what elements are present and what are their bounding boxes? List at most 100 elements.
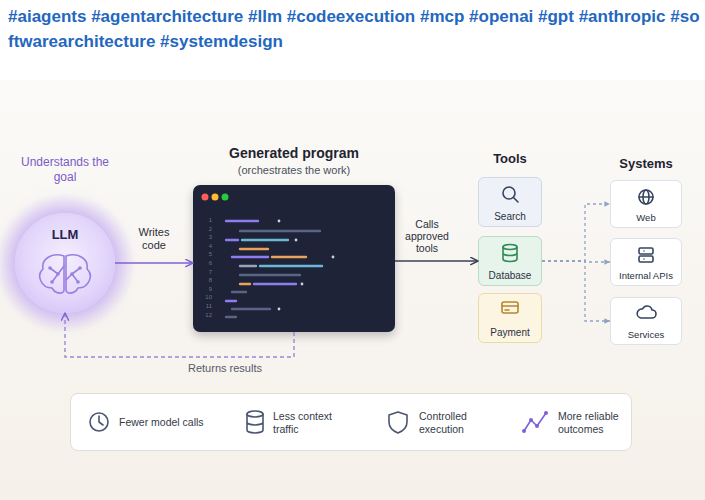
code-line [226, 220, 258, 222]
globe-icon [643, 190, 649, 204]
line-number: 4 [198, 243, 212, 250]
system-link [542, 261, 610, 321]
brain-dot [78, 266, 82, 270]
brain-dot [56, 272, 60, 276]
context-icon [247, 411, 263, 417]
search-icon [503, 187, 515, 199]
trend-dot [522, 429, 526, 433]
system-card: Services [610, 297, 682, 345]
brain-dot [50, 280, 54, 284]
database-icon [503, 245, 517, 250]
code-line [240, 274, 300, 276]
code-line [232, 291, 246, 293]
tool-name: Payment [479, 327, 541, 339]
clock-icon [99, 416, 103, 425]
server-led [643, 258, 645, 260]
server-led [643, 250, 645, 252]
search-icon [514, 198, 519, 203]
trend-icon [524, 413, 546, 431]
column-heading: Systems [600, 156, 692, 172]
server-icon [639, 248, 653, 254]
benefits-bar: Fewer model calls Less context traffic Con… [70, 393, 632, 451]
window-dot [222, 194, 229, 201]
brain-dot [70, 272, 74, 276]
system-name: Services [611, 329, 681, 340]
globe-icon [639, 196, 653, 198]
edge-label: Calls approved tools [398, 218, 456, 254]
line-number: 7 [198, 269, 212, 276]
trend-dot [544, 411, 548, 415]
code-line [272, 256, 306, 258]
brain-left [40, 255, 64, 293]
line-number: 2 [198, 226, 212, 233]
server-icon [639, 256, 653, 262]
globe-icon [639, 190, 653, 204]
program-window: Generated program(orchestrates the work) [193, 185, 395, 332]
goal-caption: Understands the goal [20, 155, 110, 185]
line-number: 3 [198, 234, 212, 241]
column-heading: Tools [470, 151, 550, 167]
writes-arrow [115, 262, 193, 264]
database-icon [503, 247, 517, 262]
edge-label: Returns results [175, 362, 275, 375]
brain-network [66, 268, 80, 282]
benefit-text: Controlled execution [419, 410, 481, 435]
code-dot [332, 256, 335, 259]
return-arrow [65, 313, 294, 357]
trend-dot [535, 424, 539, 428]
benefit-text: Fewer model calls [119, 416, 229, 429]
code-line [260, 265, 322, 267]
line-number: 8 [198, 277, 212, 284]
code-dot [278, 308, 281, 311]
brain-network [50, 266, 64, 282]
edge-label: Writes code [131, 226, 177, 252]
llm-glow [0, 193, 135, 333]
code-line [240, 248, 268, 250]
calls-arrow [395, 260, 478, 261]
program-subtitle: (orchestrates the work) [173, 164, 415, 177]
code-line [232, 256, 268, 258]
llm-label: LLM [15, 227, 115, 243]
shield-icon [389, 412, 407, 433]
panel-background [0, 80, 705, 500]
llm-circle: Understands the goalLLM [15, 213, 115, 313]
benefit-text: Less context traffic [273, 410, 341, 435]
code-dot [295, 239, 298, 242]
code-line [240, 283, 250, 285]
line-number: 10 [198, 294, 212, 301]
tool-card: Search [478, 177, 542, 227]
cloud-icon [637, 306, 656, 318]
context-icon [247, 414, 263, 433]
tool-name: Database [479, 270, 541, 282]
hashtag-line: #aiagents #agentarchitecture #llm #codee… [8, 4, 700, 54]
window-dot [202, 194, 209, 201]
payment-icon [502, 306, 518, 310]
payment-icon [502, 302, 518, 313]
code-dot [301, 283, 304, 286]
code-line [232, 308, 270, 310]
system-card: Internal APIs [610, 238, 682, 286]
trend-dot [529, 418, 533, 422]
clock-icon [90, 413, 108, 431]
system-name: Web [611, 212, 681, 223]
brain-dot [48, 266, 52, 270]
code-line [240, 265, 256, 267]
system-link [542, 261, 610, 262]
line-number: 11 [198, 303, 212, 310]
code-line [254, 283, 296, 285]
code-dot [278, 220, 281, 223]
code-line [226, 300, 236, 302]
line-number: 5 [198, 251, 212, 258]
system-name: Internal APIs [611, 270, 681, 281]
program-title: Generated program [173, 145, 415, 162]
code-line [226, 239, 238, 241]
line-number: 1 [198, 217, 212, 224]
benefit-text: More reliable outcomes [558, 410, 634, 435]
tool-card: Payment [478, 293, 542, 343]
system-link [542, 204, 610, 261]
